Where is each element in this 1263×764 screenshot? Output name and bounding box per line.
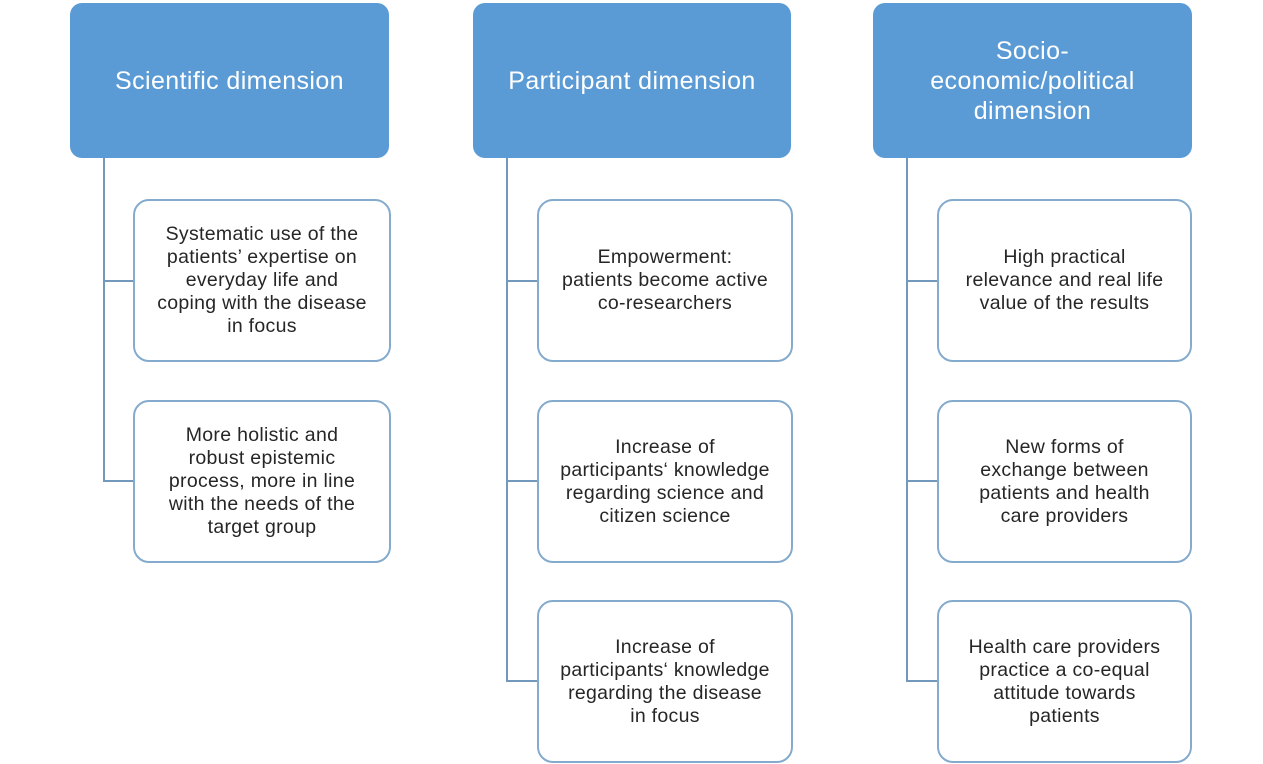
connector-horizontal-line bbox=[906, 280, 937, 282]
connector-horizontal-line bbox=[103, 280, 133, 282]
child-box-new-forms-exchange: New forms of exchange between patients a… bbox=[937, 400, 1192, 563]
header-box-participant-dimension: Participant dimension bbox=[473, 3, 791, 158]
child-box-empowerment: Empowerment: patients become active co-r… bbox=[537, 199, 793, 362]
child-box-patients-expertise: Systematic use of the patients’ expertis… bbox=[133, 199, 391, 362]
connector-vertical-line bbox=[506, 158, 508, 682]
connector-vertical-line bbox=[103, 158, 105, 482]
header-box-scientific-dimension: Scientific dimension bbox=[70, 3, 389, 158]
connector-horizontal-line bbox=[506, 480, 537, 482]
child-box-knowledge-science: Increase of participants‘ knowledge rega… bbox=[537, 400, 793, 563]
child-box-knowledge-disease: Increase of participants‘ knowledge rega… bbox=[537, 600, 793, 763]
header-box-socio-economic-political-dimension: Socio- economic/political dimension bbox=[873, 3, 1192, 158]
child-box-co-equal-attitude: Health care providers practice a co-equa… bbox=[937, 600, 1192, 763]
child-box-practical-relevance: High practical relevance and real life v… bbox=[937, 199, 1192, 362]
connector-horizontal-line bbox=[103, 480, 133, 482]
connector-horizontal-line bbox=[906, 480, 937, 482]
connector-horizontal-line bbox=[506, 280, 537, 282]
connector-horizontal-line bbox=[506, 680, 537, 682]
connector-horizontal-line bbox=[906, 680, 937, 682]
child-box-epistemic-process: More holistic and robust epistemic proce… bbox=[133, 400, 391, 563]
connector-vertical-line bbox=[906, 158, 908, 682]
